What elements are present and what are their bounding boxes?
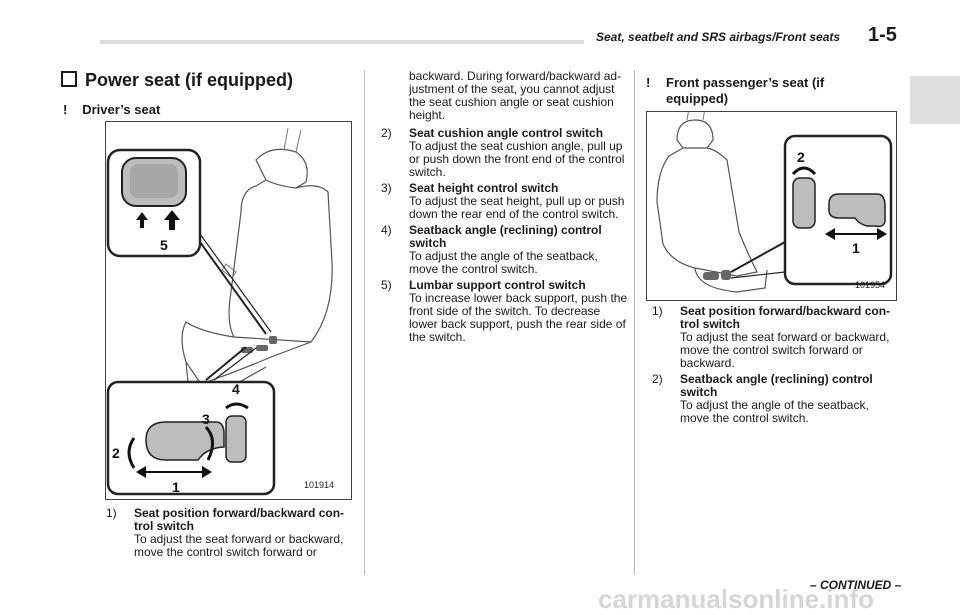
running-title: Seat, seatbelt and SRS airbags/Front sea…	[596, 30, 841, 44]
item-number: 4)	[381, 223, 392, 237]
driver-seat-figure: 5 1 2 3 4 101914	[105, 121, 352, 500]
section-title-text: Power seat (if equipped)	[85, 70, 294, 90]
middle-item-3: 3) Seat height control switch To adjust …	[381, 182, 631, 221]
section-title: Power seat (if equipped)	[61, 70, 293, 91]
passenger-figure-code: 101954	[855, 280, 886, 290]
callout-1: 1	[172, 479, 180, 495]
chapter-thumb-tab	[910, 76, 960, 124]
item-number: 5)	[381, 278, 392, 292]
item-title: Lumbar support control switch	[409, 278, 586, 292]
continuation-text: backward. During forward/backward ad- ju…	[409, 69, 622, 122]
item-number: 1)	[652, 304, 663, 318]
item-desc: To adjust the seat cushion angle, pull u…	[409, 139, 625, 179]
callout-2: 2	[112, 445, 120, 461]
callout-5: 5	[160, 237, 168, 253]
square-bullet-icon	[61, 71, 77, 87]
page-number: 1-5	[868, 24, 897, 46]
item-title: Seat position forward/backward con- trol…	[680, 304, 891, 331]
callout-3: 3	[202, 411, 210, 427]
middle-item-4: 4) Seatback angle (reclining) control sw…	[381, 224, 631, 276]
item-number: 2)	[381, 126, 392, 140]
item-desc: To increase lower back support, push the…	[409, 291, 628, 344]
item-title: Seat height control switch	[409, 181, 559, 195]
item-number: 3)	[381, 181, 392, 195]
continued-label: – CONTINUED –	[810, 578, 902, 592]
driver-heading: ! Driver’s seat	[63, 102, 160, 118]
middle-item-5: 5) Lumbar support control switch To incr…	[381, 279, 631, 344]
item-desc: To adjust the seat forward or backward, …	[134, 532, 344, 559]
column-divider-right	[634, 70, 635, 575]
passenger-heading: ! Front passenger’s seat (if equipped)	[646, 75, 896, 106]
item-desc: To adjust the seat forward or backward, …	[680, 330, 890, 370]
driver-figure-code: 101914	[304, 480, 335, 490]
item-number: 1)	[106, 506, 117, 520]
passenger-callout-1: 1	[852, 240, 860, 256]
item-desc: To adjust the angle of the seatback, mov…	[680, 398, 869, 425]
passenger-heading-text: Front passenger’s seat (if equipped)	[666, 75, 825, 106]
item-title: Seatback angle (reclining) control switc…	[680, 372, 873, 399]
header-rule	[100, 40, 584, 44]
item-title: Seatback angle (reclining) control switc…	[409, 223, 602, 250]
passenger-seat-illustration: 2 1	[656, 112, 893, 293]
column-divider-left	[364, 70, 365, 575]
item-desc: To adjust the angle of the seatback, mov…	[409, 249, 598, 276]
item-desc: To adjust the seat height, pull up or pu…	[409, 194, 625, 221]
item-title: Seat cushion angle control switch	[409, 126, 604, 140]
item-title: Seat position forward/backward con- trol…	[134, 506, 345, 533]
driver-seat-illustration: 5 1 2 3 4	[106, 127, 333, 496]
watermark: carmanualsonline.info	[598, 584, 874, 614]
passenger-seat-figure: 2 1 101954	[646, 111, 897, 301]
callout-4: 4	[232, 381, 240, 397]
item-number: 2)	[652, 372, 663, 386]
exclamation-bullet-icon: !	[646, 75, 651, 90]
passenger-item-2: 2) Seatback angle (reclining) control sw…	[652, 373, 902, 425]
middle-item-2: 2) Seat cushion angle control switch To …	[381, 127, 631, 179]
driver-heading-text: Driver’s seat	[82, 102, 161, 117]
driver-item-1: 1) Seat position forward/backward con- t…	[106, 507, 356, 559]
passenger-item-1: 1) Seat position forward/backward con- t…	[652, 305, 902, 370]
passenger-callout-2: 2	[797, 149, 805, 165]
exclamation-bullet-icon: !	[63, 102, 68, 117]
